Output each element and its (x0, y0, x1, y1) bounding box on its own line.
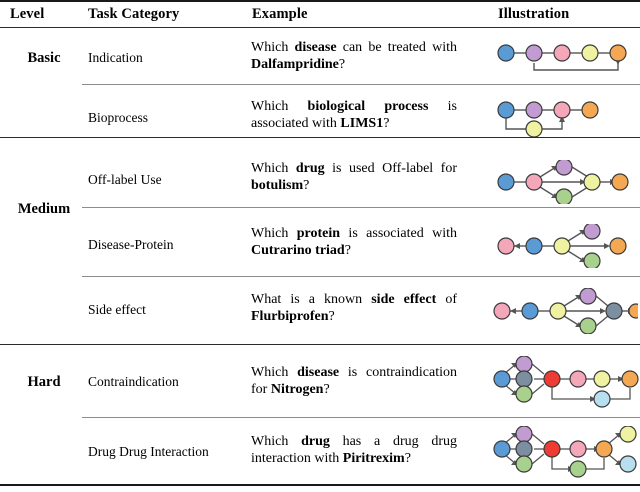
table-top-rule (0, 0, 640, 2)
task-category-drug-drug-interaction: Drug Drug Interaction (88, 444, 209, 459)
node-yellow (553, 237, 571, 255)
node-blue (493, 370, 511, 388)
task-category-contraindication: Contraindication (88, 374, 179, 389)
node-yellow (581, 44, 599, 62)
column-header-level: Level (10, 6, 45, 22)
node-purple (525, 101, 543, 119)
node-red (543, 440, 561, 458)
example-off-label-use: Which drug is used Off-label for botulis… (251, 161, 457, 193)
node-pink (569, 370, 587, 388)
node-lightblue (619, 455, 637, 473)
illustration-disease-protein (494, 224, 638, 268)
node-yellow (593, 370, 611, 388)
node-slate (605, 302, 623, 320)
node-orange (609, 44, 627, 62)
node-purple (515, 356, 533, 373)
level-label-basic: Basic (27, 50, 61, 66)
row-separator-medium-1 (82, 207, 640, 208)
node-yellow (583, 173, 601, 191)
illustration-drug-drug-interaction (490, 426, 640, 484)
illustration-indication (494, 41, 634, 75)
node-blue (521, 302, 539, 320)
row-separator-medium-2 (82, 276, 640, 277)
node-slate (515, 440, 533, 458)
node-orange (595, 440, 613, 458)
node-yellow (525, 120, 543, 138)
node-pink (497, 237, 515, 255)
task-category-disease-protein: Disease-Protein (88, 237, 174, 252)
illustration-contraindication (490, 356, 640, 412)
example-bioprocess: Which biological process is associated w… (251, 99, 457, 131)
task-category-bioprocess: Bioprocess (88, 110, 148, 125)
node-blue (493, 440, 511, 458)
node-lightblue (593, 390, 611, 408)
node-red (543, 370, 561, 388)
illustration-side-effect (490, 288, 638, 334)
column-header-example: Example (252, 6, 308, 22)
node-purple (515, 426, 533, 443)
example-drug-drug-interaction: Which drug has a drug drug interaction w… (251, 434, 457, 466)
node-orange (621, 370, 639, 388)
node-green (555, 188, 573, 204)
illustration-bioprocess (494, 98, 634, 140)
group-rule-basic-medium (0, 137, 640, 138)
node-pink (553, 101, 571, 119)
column-header-task-category: Task Category (88, 6, 180, 22)
node-orange (581, 101, 599, 119)
node-green (583, 252, 601, 268)
row-separator-basic (82, 84, 640, 85)
node-green (569, 460, 587, 478)
node-blue (497, 44, 515, 62)
node-green (515, 385, 533, 403)
node-purple (583, 224, 601, 240)
task-category-indication: Indication (88, 50, 143, 65)
example-disease-protein: Which protein is associated with Cutrari… (251, 226, 457, 258)
node-pink (553, 44, 571, 62)
node-pink (493, 302, 511, 320)
column-header-illustration: Illustration (498, 6, 570, 22)
group-rule-medium-hard (0, 344, 640, 345)
example-contraindication: Which disease is contraindication for Ni… (251, 365, 457, 397)
node-yellow (549, 302, 567, 320)
example-indication: Which disease can be treated with Dalfam… (251, 40, 457, 72)
example-side-effect: What is a known side effect of Flurbipro… (251, 292, 457, 324)
node-purple (525, 44, 543, 62)
node-blue (497, 101, 515, 119)
node-slate (515, 370, 533, 388)
node-orange (609, 237, 627, 255)
node-green (579, 317, 597, 334)
node-yellow (619, 426, 637, 443)
task-category-off-label-use: Off-label Use (88, 172, 162, 187)
task-category-side-effect: Side effect (88, 302, 146, 317)
level-label-medium: Medium (17, 201, 71, 217)
node-pink (525, 173, 543, 191)
header-rule (0, 27, 640, 28)
node-orange (628, 303, 638, 319)
node-orange (611, 173, 629, 191)
node-green (515, 455, 533, 473)
level-label-hard: Hard (27, 374, 61, 390)
node-blue (497, 173, 515, 191)
node-pink (569, 440, 587, 458)
illustration-off-label-use (494, 160, 638, 204)
node-blue (525, 237, 543, 255)
node-purple (579, 288, 597, 305)
table-bottom-rule (0, 484, 640, 486)
row-separator-hard (82, 417, 640, 418)
node-purple (555, 160, 573, 176)
